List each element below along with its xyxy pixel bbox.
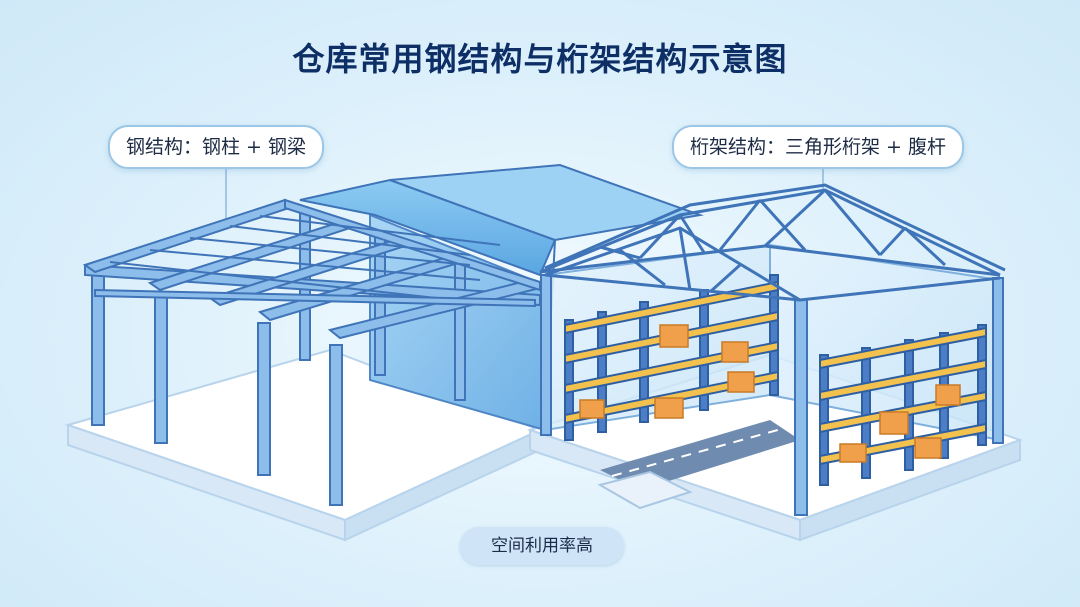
page-title: 仓库常用钢结构与桁架结构示意图: [292, 40, 788, 78]
steel-structure-callout: 钢结构：钢柱 + 钢梁: [108, 125, 324, 169]
space-utilization-badge: 空间利用率高: [460, 527, 624, 565]
storage-rack-left: [564, 274, 779, 441]
cargo-boxes-left: [579, 324, 755, 419]
truss-columns: [540, 274, 1004, 516]
front-truss: [544, 226, 1001, 302]
cargo-boxes-right: [839, 384, 961, 463]
truss-structure-callout: 桁架结构：三角形桁架 + 腹杆: [672, 125, 964, 169]
triangular-truss: [539, 188, 1001, 277]
truss-roof-frame: [544, 183, 1006, 272]
truss-warehouse: [539, 183, 1006, 516]
